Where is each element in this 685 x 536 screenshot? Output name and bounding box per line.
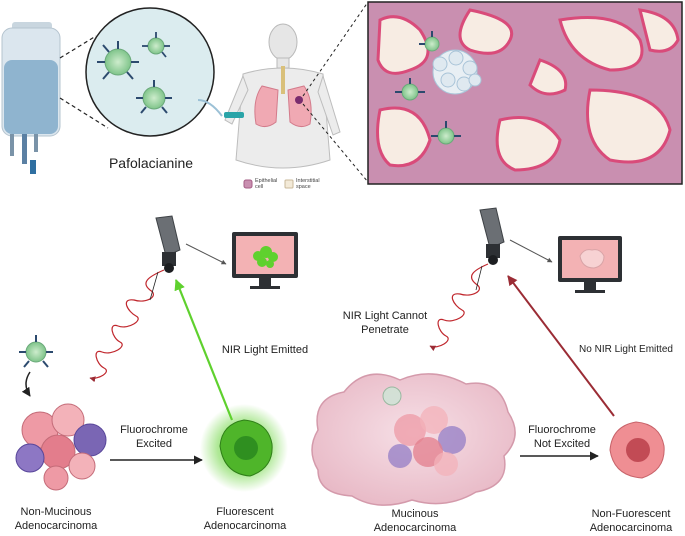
fluorescent-cell-icon bbox=[200, 404, 288, 492]
tissue-panel bbox=[367, 1, 683, 185]
fluoro-not-label: Fluorochrome Not Excited bbox=[528, 424, 596, 450]
monitor-icon bbox=[558, 236, 622, 293]
interstitial-swatch bbox=[284, 179, 294, 189]
iv-line bbox=[197, 99, 244, 118]
drug-label: Pafolacianine bbox=[108, 155, 194, 171]
nir-excitation-spiral bbox=[89, 269, 165, 383]
nir-cannot-label: NIR Light Cannot Penetrate bbox=[342, 310, 428, 336]
iv-bag-icon bbox=[1, 22, 61, 174]
nir-emitted-arrow bbox=[174, 278, 234, 421]
nir-emitted-label: NIR Light Emitted bbox=[221, 344, 309, 356]
legend bbox=[243, 179, 294, 189]
green-tumor-image bbox=[253, 246, 278, 268]
camera-to-monitor-arrow bbox=[509, 239, 553, 263]
monitor-icon bbox=[232, 232, 298, 289]
fluoro-excited-label: Fluorochrome Excited bbox=[120, 424, 188, 450]
legend-interstitial-label: Interstitial space bbox=[296, 178, 320, 191]
legend-epithelial-label: Epithelial cell bbox=[255, 178, 278, 191]
fluorescent-label: Fluorescent Adenocarcinoma bbox=[203, 506, 287, 532]
camera-to-monitor-arrow bbox=[185, 243, 227, 265]
non-mucinous-tumor-icon bbox=[15, 403, 107, 491]
non-mucinous-label: Non-Mucinous Adenocarcinoma bbox=[14, 506, 98, 532]
drug-molecule-icon bbox=[136, 80, 172, 114]
tissue-zoom-lines bbox=[302, 1, 369, 183]
binding-arrow bbox=[21, 371, 31, 397]
bound-drug-icon bbox=[395, 31, 461, 145]
mucinous-tumor-icon bbox=[311, 373, 516, 506]
no-nir-arrow bbox=[507, 275, 615, 417]
lungs-icon bbox=[254, 66, 312, 128]
camera-icon bbox=[155, 215, 181, 273]
human-body-icon bbox=[224, 23, 341, 169]
non-fluorescent-cell-icon bbox=[609, 421, 665, 479]
zoom-lines bbox=[59, 35, 109, 129]
nir-blocked-spiral bbox=[429, 263, 489, 352]
drug-molecule-icon bbox=[19, 335, 53, 368]
mucinous-label: Mucinous Adenocarcinoma bbox=[373, 508, 457, 534]
camera-icon bbox=[479, 207, 505, 265]
magnified-drug-circle bbox=[85, 7, 215, 137]
tumor-cluster bbox=[432, 49, 482, 95]
drug-molecule-icon bbox=[142, 32, 170, 58]
epithelial-swatch bbox=[243, 179, 253, 189]
non-fluorescent-label: Non-Fuorescent Adenocarcinoma bbox=[589, 508, 673, 534]
pale-tumor-image bbox=[579, 249, 605, 269]
no-nir-label: No NIR Light Emitted bbox=[579, 344, 673, 355]
drug-molecule-icon bbox=[97, 41, 139, 80]
